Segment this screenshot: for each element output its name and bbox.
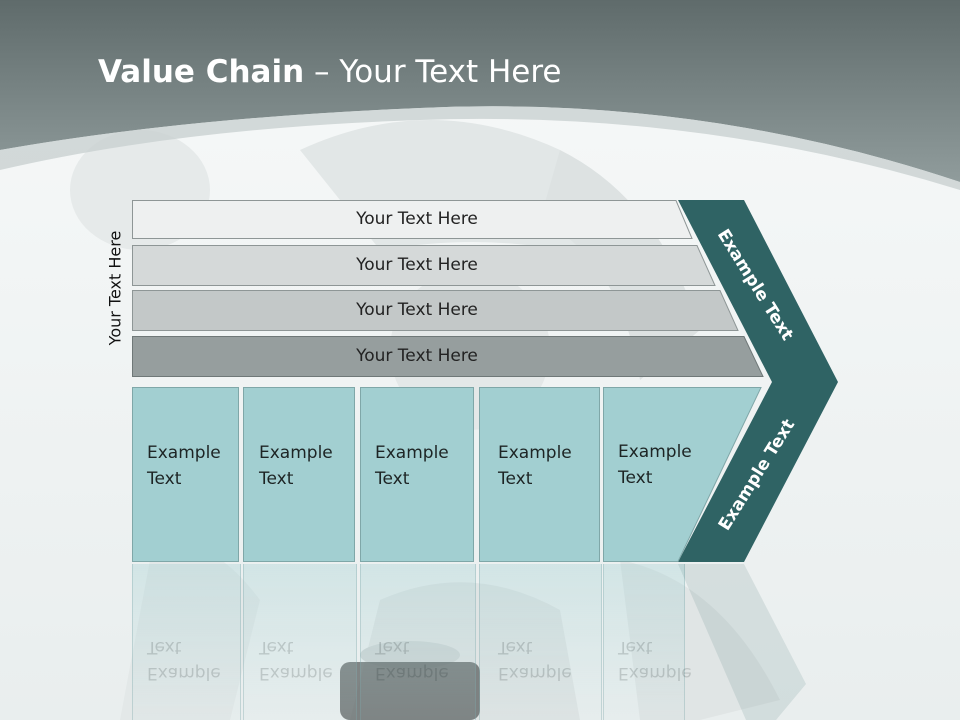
box-4: Example Text [479, 387, 600, 562]
box-1-line2: Text [147, 469, 182, 489]
bar-2-label: Your Text Here [356, 255, 478, 275]
box-3-text: Example Text [375, 440, 449, 492]
bar-1-shape [132, 200, 693, 239]
reflection-text-4: Example Text [498, 634, 572, 686]
reflection-box-5 [603, 564, 685, 720]
reflection-text-5-line1: Example [618, 663, 692, 683]
box-2-line1: Example [259, 443, 333, 463]
reflection-text-3-line1: Example [375, 663, 449, 683]
box-5-line2: Text [618, 468, 653, 488]
page-title: Value Chain – Your Text Here [98, 54, 561, 90]
box-1-line1: Example [147, 443, 221, 463]
box-5-line1: Example [618, 442, 692, 462]
reflection-box-2 [243, 564, 357, 720]
bar-3-label: Your Text Here [356, 300, 478, 320]
reflection-box-3 [360, 564, 476, 720]
box-1-text: Example Text [147, 440, 221, 492]
reflection-box-4 [479, 564, 602, 720]
box-3-line2: Text [375, 469, 410, 489]
reflection-text-2-line2: Text [259, 637, 294, 657]
reflection-text-5-line2: Text [618, 637, 653, 657]
box-4-line1: Example [498, 443, 572, 463]
reflection-text-1-line2: Text [147, 637, 182, 657]
box-5-text: Example Text [618, 439, 692, 491]
bar-4-shape [132, 336, 764, 377]
reflection-text-1-line1: Example [147, 663, 221, 683]
bar-4-label: Your Text Here [356, 346, 478, 366]
box-4-text: Example Text [498, 440, 572, 492]
bar-2-shape [132, 245, 716, 286]
bar-3-shape [132, 290, 739, 331]
box-2: Example Text [243, 387, 355, 562]
reflection-text-4-line2: Text [498, 637, 533, 657]
reflection-chevron [678, 564, 806, 720]
bar-1-label: Your Text Here [356, 209, 478, 229]
title-bold: Value Chain [98, 54, 305, 90]
reflection-text-2: Example Text [259, 634, 333, 686]
reflection-text-1: Example Text [147, 634, 221, 686]
box-2-text: Example Text [259, 440, 333, 492]
reflection-box-1 [132, 564, 241, 720]
reflection-text-3: Example Text [375, 634, 449, 686]
box-3-line1: Example [375, 443, 449, 463]
reflection-text-3-line2: Text [375, 637, 410, 657]
box-5-shape [603, 387, 762, 562]
box-3: Example Text [360, 387, 474, 562]
reflection-text-4-line1: Example [498, 663, 572, 683]
reflection-text-5: Example Text [618, 634, 692, 686]
boxes-reflection: Example Text Example Text Example Text E… [0, 564, 960, 720]
box-1: Example Text [132, 387, 239, 562]
box-4-line2: Text [498, 469, 533, 489]
reflection-text-2-line1: Example [259, 663, 333, 683]
header-band [0, 0, 960, 190]
box-2-line2: Text [259, 469, 294, 489]
title-rest: – Your Text Here [304, 54, 562, 90]
